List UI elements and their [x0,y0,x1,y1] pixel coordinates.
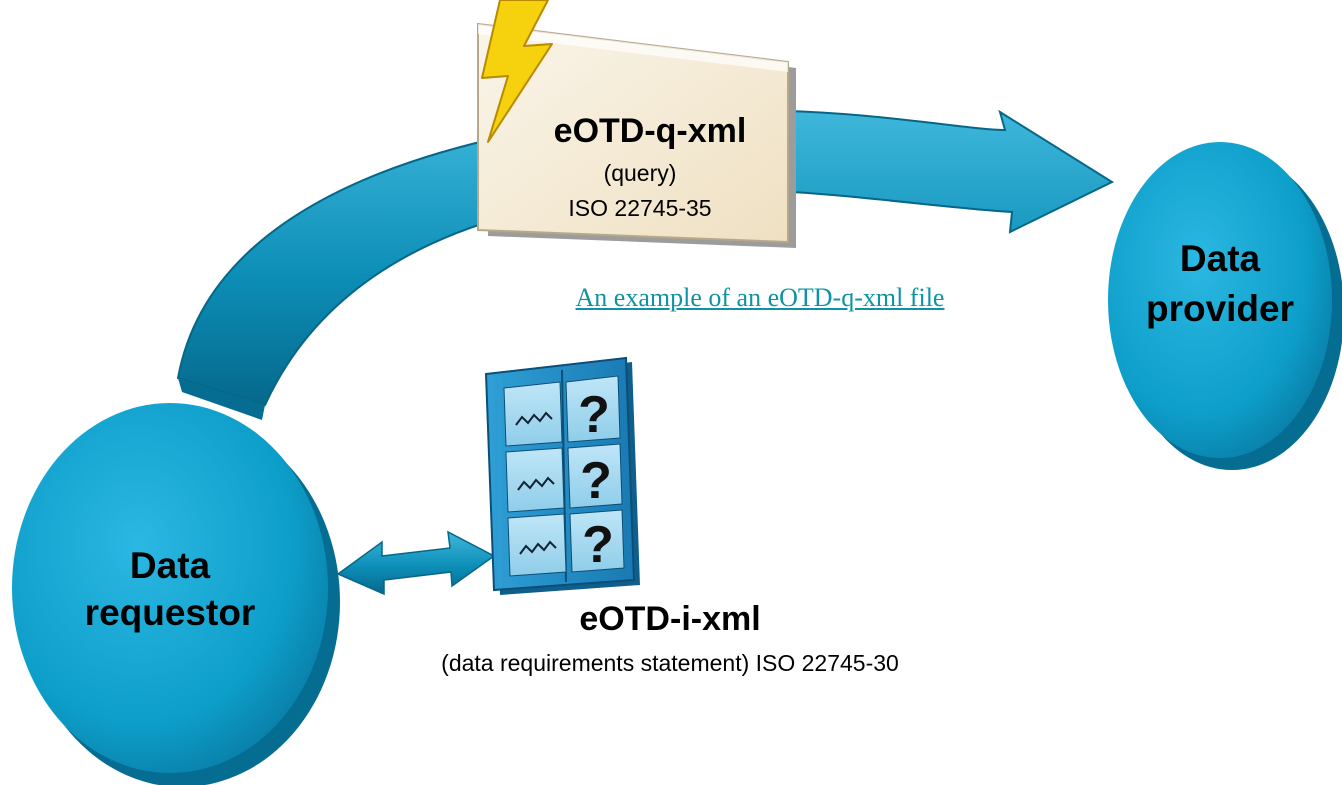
form-row [505,443,623,513]
query-doc-standard: ISO 22745-35 [568,195,712,221]
provider-label-line2: provider [1145,288,1295,329]
form-row [507,509,625,577]
identification-doc-subtitle: (data requirements statement) ISO 22745-… [441,650,899,676]
example-file-link[interactable]: An example of an eOTD-q-xml file [575,283,945,312]
lightning-bolt-icon [481,0,553,143]
data-requestor-node [12,403,340,785]
data-provider-node [1108,142,1342,470]
double-arrow-icon [336,530,496,596]
identification-doc-title: eOTD-i-xml [579,600,761,638]
form-row [503,375,621,447]
question-mark-icon: ? [580,452,612,510]
identification-form: ? ? ? [484,356,640,595]
requestor-label-line2: requestor [84,592,256,633]
query-doc-subtitle: (query) [603,160,677,186]
query-doc-title: eOTD-q-xml [553,112,747,150]
provider-label-line1: Data [1179,238,1261,279]
requestor-label-line1: Data [129,545,211,586]
query-document [477,22,796,248]
question-mark-icon: ? [582,516,614,574]
question-mark-icon: ? [578,386,610,444]
query-flow-arrow [176,109,1115,420]
